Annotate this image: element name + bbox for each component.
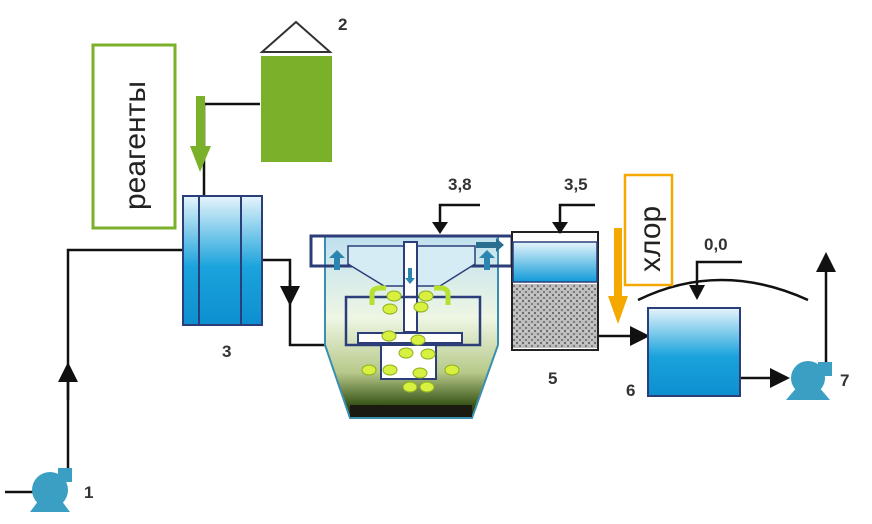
floc-particles [361, 290, 460, 393]
label-1: 1 [84, 483, 93, 502]
pump-1: 1 [30, 468, 93, 512]
pipes [5, 102, 836, 494]
reagent-arrow-icon [190, 96, 211, 172]
pump-7: 7 [786, 361, 849, 400]
down-arrow-icon [405, 268, 415, 284]
level-tank: 0,0 [704, 235, 728, 254]
mixer-tank-3: 3 [182, 195, 263, 361]
label-3: 3 [222, 342, 231, 361]
filter-5: 3,5 5 [511, 175, 599, 388]
label-5: 5 [548, 369, 557, 388]
reagent-tank-2: 2 [259, 15, 347, 162]
up-arrow-icon [479, 250, 495, 270]
label-7: 7 [840, 371, 849, 390]
label-2: 2 [338, 15, 347, 34]
chlorine-box: хлор [623, 173, 674, 287]
clean-water-tank-6: 0,0 6 [626, 235, 741, 400]
reagents-label: реагенты [119, 81, 152, 210]
chlorine-label: хлор [634, 206, 667, 272]
clarifier: 3,8 [309, 175, 514, 419]
level-marker-icon [432, 222, 448, 234]
chlorine-arrow-icon [608, 228, 628, 324]
up-arrow-icon [329, 250, 345, 270]
level-clarifier: 3,8 [448, 175, 472, 194]
level-filter: 3,5 [564, 175, 588, 194]
reagents-box: реагенты [91, 43, 177, 230]
label-6: 6 [626, 381, 635, 400]
right-arrow-icon [476, 238, 504, 252]
level-marker-icon [689, 285, 705, 300]
level-marker-icon [552, 222, 568, 234]
